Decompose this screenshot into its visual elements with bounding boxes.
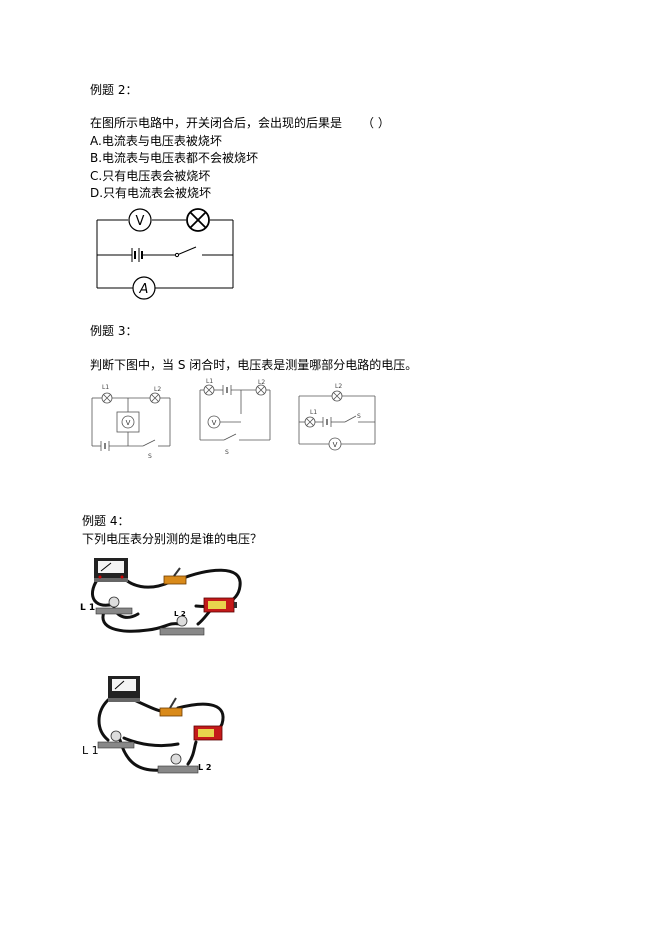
example-3-circuit-1: V L1 L2 S	[91, 384, 171, 460]
switch-label: S	[225, 449, 229, 456]
voltmeter-symbol	[328, 437, 342, 451]
lamp-l2-label: L 2	[198, 763, 211, 772]
voltmeter-label: V	[333, 441, 338, 449]
example-2-question: 在图所示电路中，开关闭合后，会出现的后果是	[90, 116, 343, 130]
option-b: B.电流表与电压表都不会被烧坏	[90, 151, 259, 165]
battery-symbol	[131, 248, 143, 262]
voltmeter-device	[94, 558, 128, 582]
lamp-l1-label: L1	[206, 378, 213, 385]
example-3-question: 判断下图中，当 S 闭合时，电压表是测量哪部分电路的电压。	[90, 358, 418, 372]
example-4-physical-circuit-1: L 1 L 2	[80, 558, 242, 636]
example-2-heading: 例题 2：	[90, 83, 138, 97]
option-a: A.电流表与电压表被烧坏	[90, 134, 222, 148]
lamp-l2-label: L 2	[174, 610, 186, 618]
voltmeter-symbol	[121, 415, 135, 429]
lamp-l1-label: L1	[102, 384, 109, 391]
ammeter-symbol: A	[132, 276, 156, 300]
example-3-heading: 例题 3：	[90, 324, 138, 338]
voltmeter-symbol: V	[128, 208, 152, 232]
example-4-question: 下列电压表分别测的是谁的电压？	[82, 532, 263, 546]
lamp-l2-device	[159, 615, 205, 636]
voltmeter-label: V	[212, 419, 217, 427]
battery-device	[193, 725, 223, 741]
example-4-heading: 例题 4：	[82, 514, 130, 528]
switch-label: S	[357, 413, 361, 420]
voltmeter-device	[108, 676, 140, 702]
switch-device	[163, 567, 187, 585]
voltmeter-symbol	[207, 415, 221, 429]
voltmeter-label: V	[136, 214, 145, 229]
lamp-l1-label: L 1	[82, 744, 99, 757]
voltmeter-label: V	[126, 419, 131, 427]
switch-label: S	[148, 453, 152, 460]
switch-contact	[174, 252, 180, 258]
example-3-circuit-3: V L2 L1 S	[298, 383, 376, 451]
lamp-l2-label: L2	[258, 379, 265, 386]
lamp-l2-label: L2	[335, 383, 342, 390]
ammeter-label: A	[139, 282, 149, 297]
example-2-circuit-diagram: V A	[96, 208, 234, 300]
lamp-l2-label: L2	[154, 386, 161, 393]
lamp-l1-label: L1	[310, 409, 317, 416]
battery-device	[203, 597, 237, 613]
option-d: D.只有电流表会被烧坏	[90, 186, 212, 200]
answer-parentheses: （ ）	[362, 116, 390, 130]
option-c: C.只有电压表会被烧坏	[90, 169, 211, 183]
lamp-symbol	[186, 208, 210, 232]
example-3-circuit-2: V L1 L2 S	[199, 378, 271, 456]
lamp-l2-device	[157, 753, 199, 774]
lamp-l1-label: L 1	[80, 603, 95, 613]
switch-device	[159, 697, 183, 717]
lamp-l1-device	[97, 730, 135, 749]
example-4-physical-circuit-2: L 1 L 2	[82, 676, 225, 774]
lamp-l1-device	[95, 596, 133, 615]
